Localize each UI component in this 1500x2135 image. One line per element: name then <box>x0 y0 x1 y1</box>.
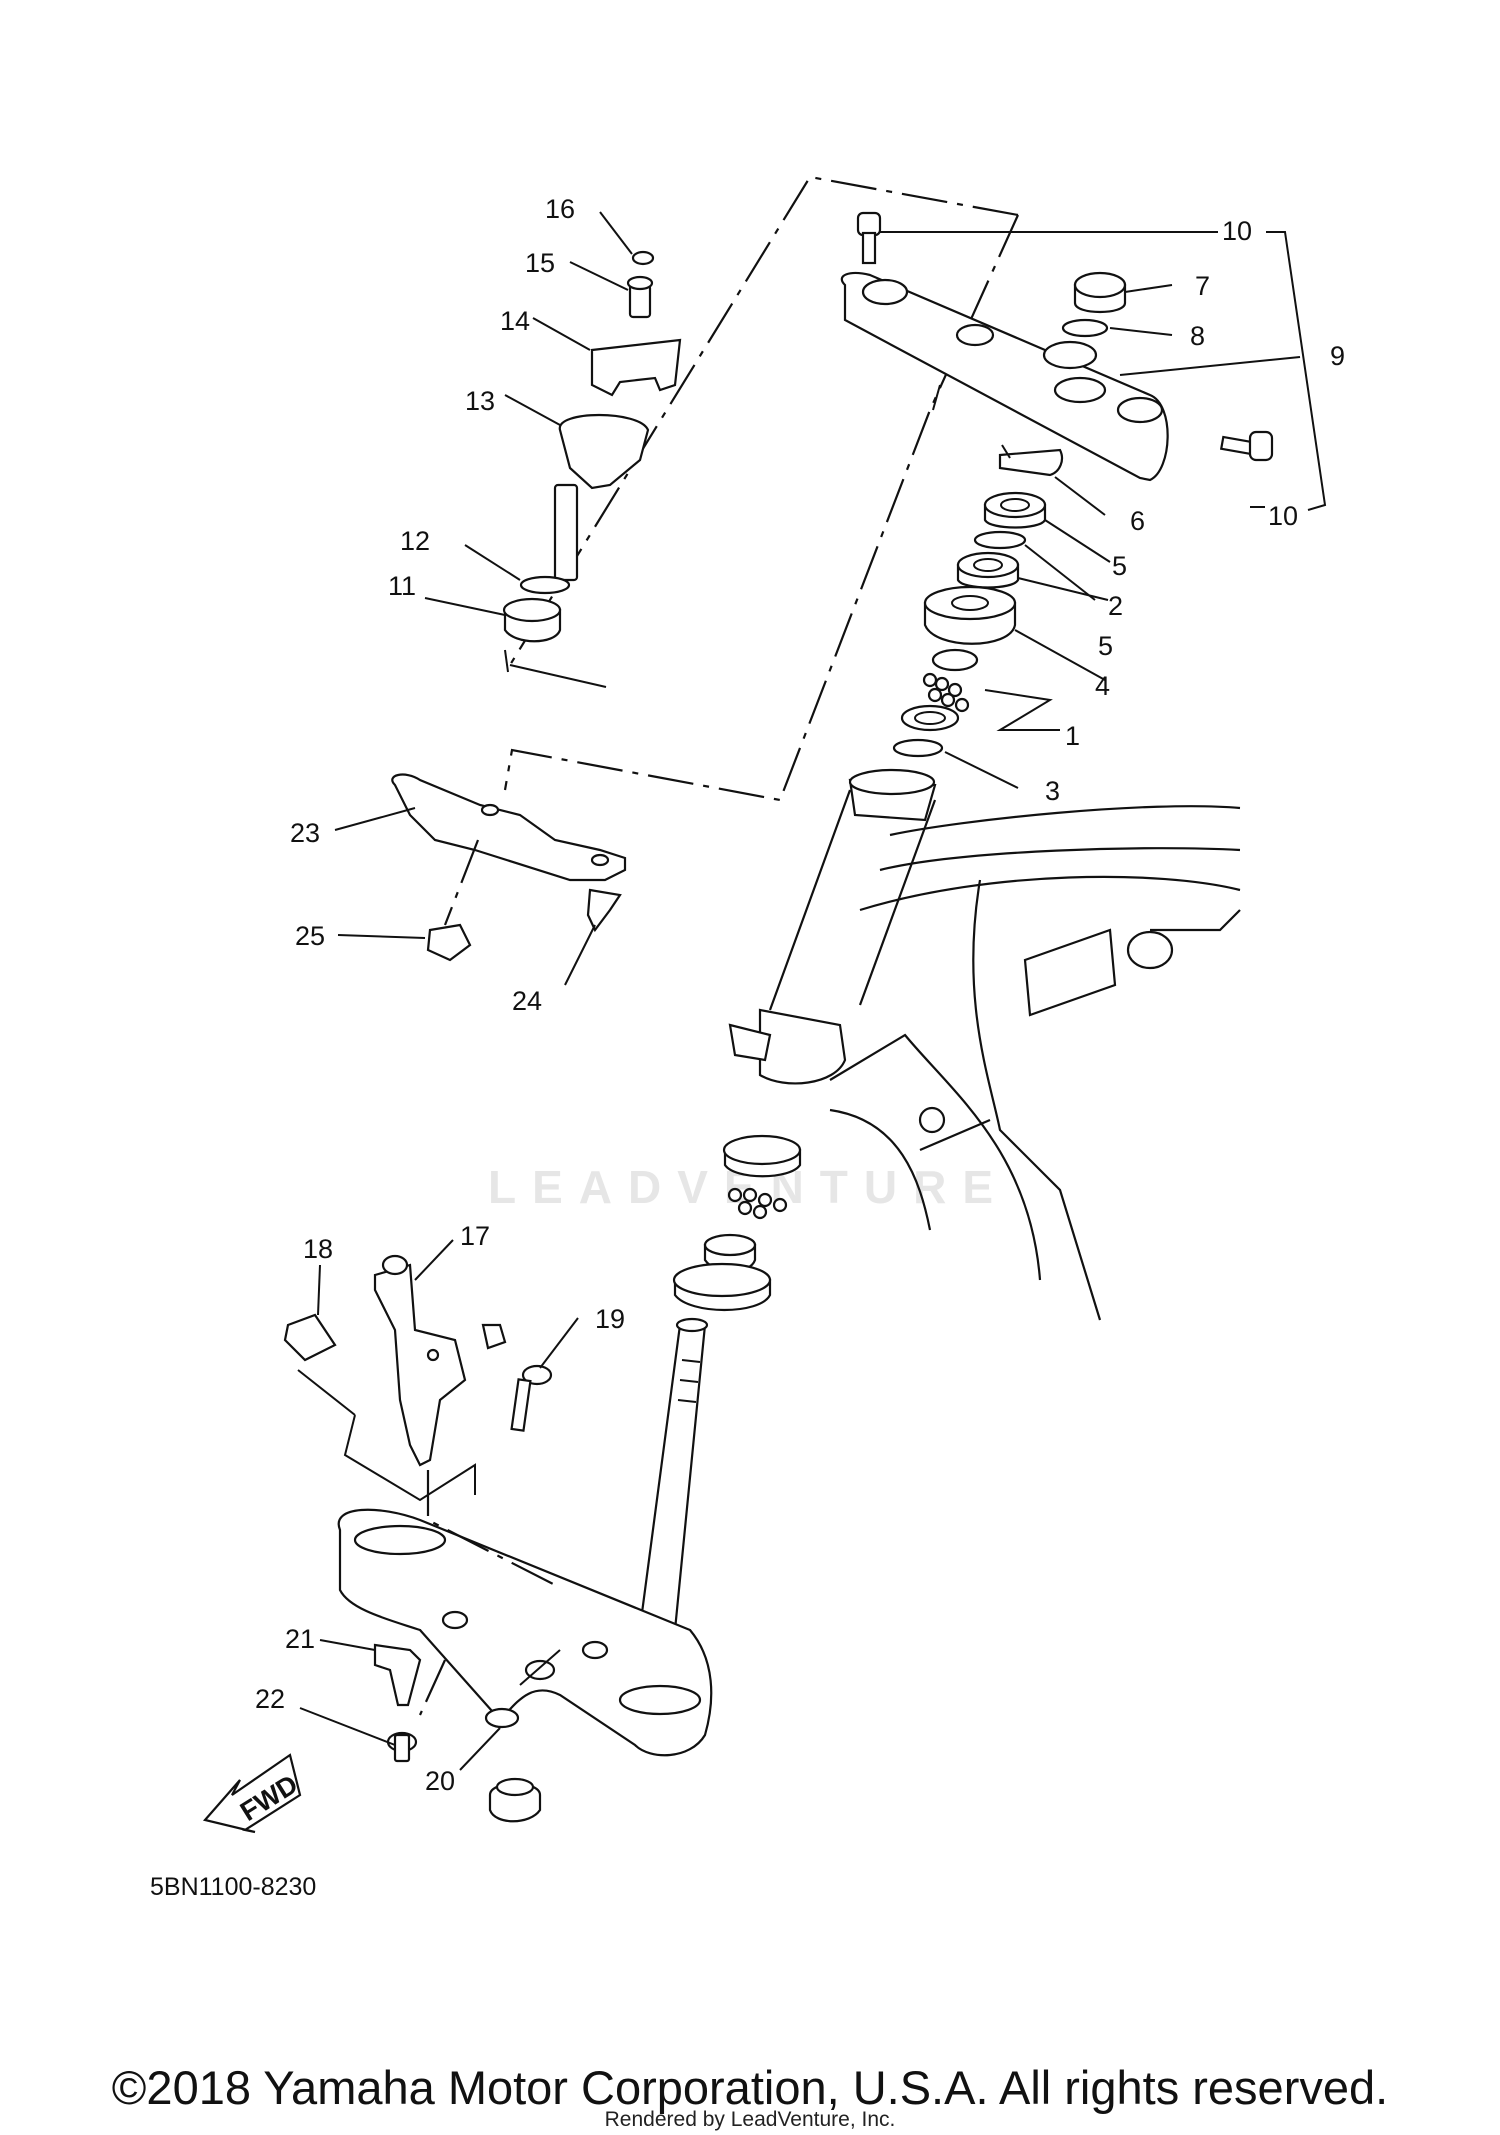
fwd-arrow-icon: FWD <box>202 1753 303 1834</box>
callout-14: 14 <box>500 306 530 336</box>
lock-washer-6 <box>998 444 1064 477</box>
callout-11: 11 <box>388 571 416 601</box>
callout-10b: 10 <box>1268 501 1298 531</box>
cable-guide-23 <box>391 773 627 882</box>
lower-bearing-stack <box>672 1134 802 1311</box>
leader-23-25 <box>443 839 480 926</box>
nut-20-a <box>484 1707 520 1729</box>
bracket-17 <box>373 1254 507 1467</box>
copyright-text: ©2018 Yamaha Motor Corporation, U.S.A. A… <box>111 2061 1389 2114</box>
lower-bracket <box>337 1508 713 1757</box>
bolt-22 <box>386 1731 418 1763</box>
pad-18 <box>283 1313 337 1362</box>
washer-12 <box>519 575 571 595</box>
leader-lines <box>299 211 1327 1771</box>
callout-23: 23 <box>290 818 320 848</box>
callout-7: 7 <box>1195 271 1210 301</box>
callout-10a: 10 <box>1222 216 1252 246</box>
bolt-10-top <box>856 211 882 265</box>
callout-20: 20 <box>425 1766 455 1796</box>
washer-2 <box>973 530 1027 550</box>
ring-nut-5-lower <box>956 551 1020 589</box>
lower-holder-13 <box>558 413 650 490</box>
callout-3: 3 <box>1045 776 1060 806</box>
clip-24 <box>586 888 622 933</box>
callout-16: 16 <box>545 194 575 224</box>
bearing-cover-4 <box>923 585 1017 645</box>
cap-nut-7 <box>1073 271 1127 313</box>
rendered-by-text: Rendered by LeadVenture, Inc. <box>604 2108 896 2131</box>
upper-holder-14 <box>590 338 682 397</box>
handlebar-holder-parts <box>502 250 682 643</box>
callout-15: 15 <box>525 248 555 278</box>
callout-13: 13 <box>465 386 495 416</box>
callout-2: 2 <box>1108 591 1123 621</box>
bearing-1 <box>900 648 979 732</box>
callout-8: 8 <box>1190 321 1205 351</box>
bolt-10-right <box>1219 430 1274 462</box>
callout-22: 22 <box>255 1684 285 1714</box>
leader-17-lower <box>426 1470 556 1586</box>
washer-8 <box>1061 318 1109 338</box>
callout-4: 4 <box>1095 671 1110 701</box>
callout-6: 6 <box>1130 506 1145 536</box>
steering-stem <box>638 1317 709 1632</box>
assembly-frame <box>503 175 1020 802</box>
frame-head <box>728 768 1241 1321</box>
nut-25 <box>426 923 472 962</box>
bolt-19 <box>510 1364 553 1432</box>
leader-17-18 <box>297 1369 476 1502</box>
diagram-code: 5BN1100-8230 <box>150 1873 317 1901</box>
leader-21 <box>418 1659 447 1716</box>
callout-21: 21 <box>285 1624 315 1654</box>
callout-25: 25 <box>295 921 325 951</box>
callout-5b: 5 <box>1098 631 1113 661</box>
ring-nut-5-upper <box>983 491 1047 529</box>
callout-18: 18 <box>303 1234 333 1264</box>
callout-5a: 5 <box>1112 551 1127 581</box>
callout-12: 12 <box>400 526 430 556</box>
nut-20-b <box>488 1777 542 1823</box>
callout-24: 24 <box>512 986 542 1016</box>
upper-bracket <box>840 271 1169 482</box>
callout-9: 9 <box>1330 341 1345 371</box>
seal-3 <box>892 738 944 758</box>
washer-16 <box>631 250 655 266</box>
callout-1: 1 <box>1065 721 1080 751</box>
callout-17: 17 <box>460 1221 490 1251</box>
stopper-21 <box>373 1643 422 1707</box>
callout-19: 19 <box>595 1304 625 1334</box>
callout-labels: 1 2 3 4 5 5 6 7 8 9 10 10 11 12 13 14 15… <box>255 194 1345 1796</box>
